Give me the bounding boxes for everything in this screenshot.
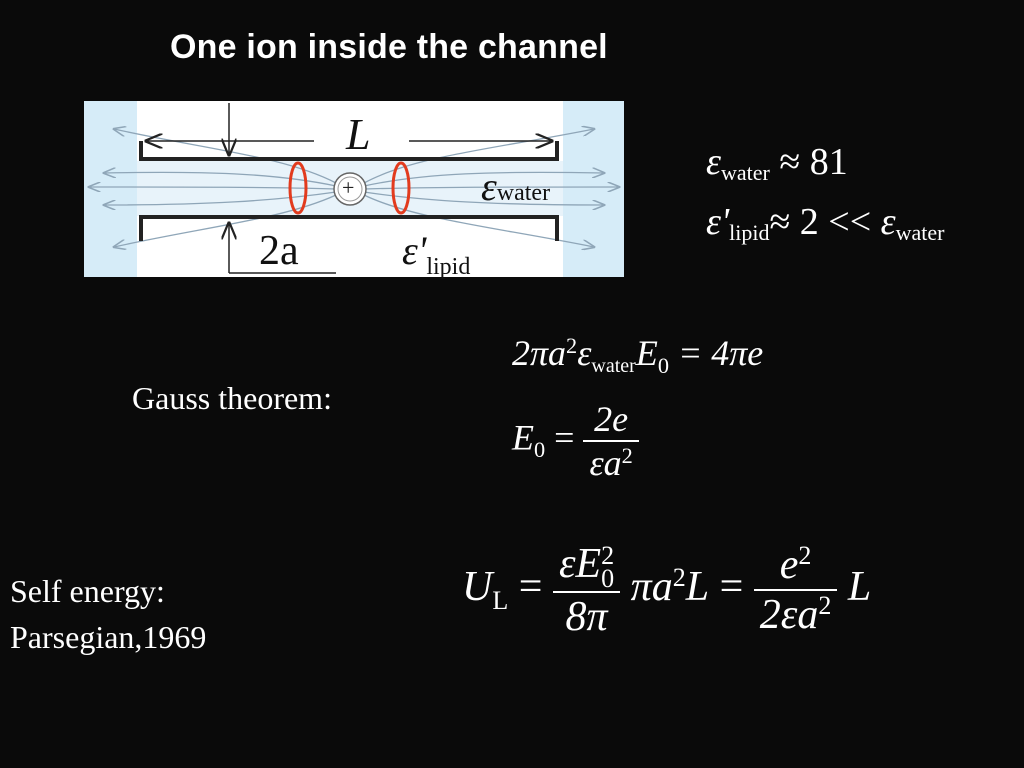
gauss-label: Gauss theorem: (132, 380, 332, 416)
citation: Parsegian,1969 (10, 619, 207, 655)
water-permittivity-value: εwater ≈ 81 (706, 141, 848, 185)
lower-wall (139, 215, 559, 241)
ion-sign: + (342, 175, 355, 200)
lipid-permittivity-label: ε'lipid (402, 228, 471, 280)
ion (333, 172, 367, 206)
gauss-surface-right (391, 161, 411, 215)
field-lines (89, 129, 619, 247)
slide-title: One ion inside the channel (170, 28, 608, 66)
gauss-equation: 2πa2εwaterE0 = 4πe (512, 332, 764, 378)
water-permittivity-label: εwater (481, 164, 551, 209)
radius-label: 2a (259, 228, 299, 274)
field-equation: E0 = 2e εa2 (512, 398, 639, 484)
lipid-permittivity-relation: ε'lipid≈ 2 << εwater (706, 201, 945, 245)
self-energy-label: Self energy: Parsegian,1969 (10, 568, 206, 660)
gauss-surface-left (288, 161, 308, 215)
channel-diagram (84, 101, 624, 277)
ion-inner-ring (337, 176, 363, 202)
length-label: L (346, 110, 371, 159)
channel-figure: L 2a + εwater ε'lipid (84, 101, 624, 280)
upper-wall (139, 141, 559, 161)
